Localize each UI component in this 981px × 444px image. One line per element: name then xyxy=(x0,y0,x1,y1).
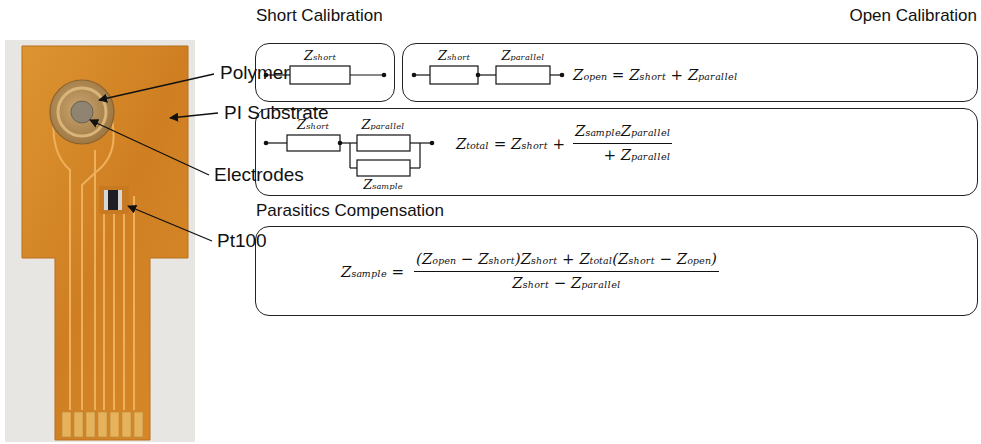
impedance-label: Zₛₕₒᵣₜ xyxy=(304,48,336,64)
circuit-symbols xyxy=(266,66,562,176)
fraction-denominator: + Zₚₐᵣₐₗₗₑₗ xyxy=(603,146,670,164)
impedance-label: Zₚₐᵣₐₗₗₑₗ xyxy=(501,48,544,64)
compensation-panel: (Zₒₚₑₙ − Zₛₕₒᵣₜ)Zₛₕₒᵣₜ + Zₜₒₜₐₗ(Zₛₕₒᵣₜ −… xyxy=(255,226,978,316)
panel-heading: Open Calibration xyxy=(849,6,977,26)
panel-heading: Short Calibration xyxy=(256,6,383,26)
part-label: Polymer xyxy=(220,62,290,84)
impedance-label: Zₛₐₘₚₗₑ xyxy=(363,177,403,193)
impedance-label: Zₛₕₒᵣₜ xyxy=(438,48,470,64)
equation: Zₛₐₘₚₗₑ = xyxy=(341,263,404,282)
panel-heading: Parasitics Compensation xyxy=(256,201,444,221)
fraction-numerator: ZₛₐₘₚₗₑZₚₐᵣₐₗₗₑₗ xyxy=(575,122,670,140)
equation: Zₒₚₑₙ = Zₛₕₒᵣₜ + Zₚₐᵣₐₗₗₑₗ xyxy=(573,66,738,85)
fraction-numerator: (Zₒₚₑₙ − Zₛₕₒᵣₜ)Zₛₕₒᵣₜ + Zₜₒₜₐₗ(Zₛₕₒᵣₜ −… xyxy=(416,250,717,268)
impedance-label: Zₛₕₒᵣₜ xyxy=(297,117,329,133)
fraction: ZₛₐₘₚₗₑZₚₐᵣₐₗₗₑₗ + Zₚₐᵣₐₗₗₑₗ xyxy=(573,122,672,165)
calibration-panel: Open CalibrationZₒₚₑₙ = Zₛₕₒᵣₜ + Zₚₐᵣₐₗₗ… xyxy=(402,43,978,102)
fraction: (Zₒₚₑₙ − Zₛₕₒᵣₜ)Zₛₕₒᵣₜ + Zₜₒₜₐₗ(Zₛₕₒᵣₜ −… xyxy=(414,250,719,293)
fraction-denominator: Zₛₕₒᵣₜ − Zₚₐᵣₐₗₗₑₗ xyxy=(512,274,620,292)
leader-lines xyxy=(90,74,218,241)
part-label: Pt100 xyxy=(217,230,267,252)
part-label: Electrodes xyxy=(214,164,304,186)
impedance-label: Zₚₐᵣₐₗₗₑₗ xyxy=(361,117,404,133)
equation: Zₜₒₜₐₗ = Zₛₕₒᵣₜ + xyxy=(456,135,565,154)
